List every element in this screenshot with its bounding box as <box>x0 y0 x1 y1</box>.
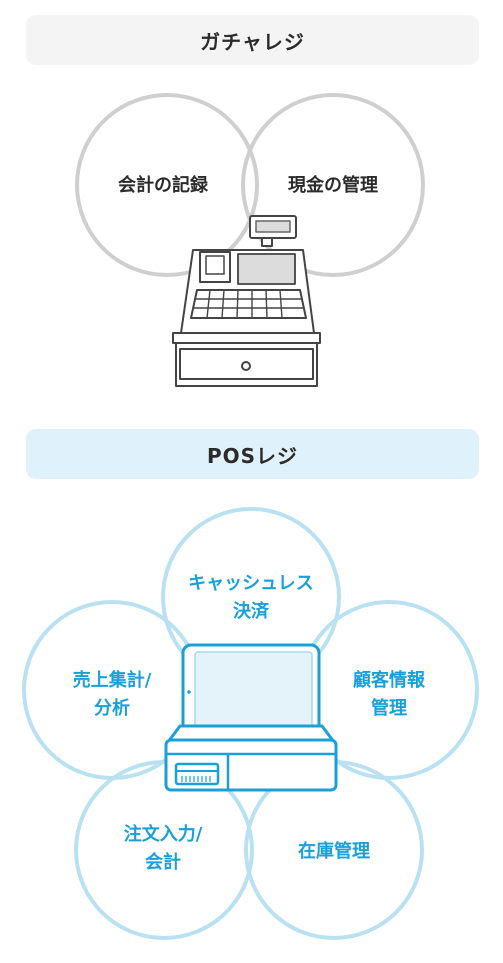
pos-circle-sales-label-2: 分析 <box>94 697 130 719</box>
pos-circle-order-label-1: 注文入力/ <box>124 823 203 845</box>
gacha-circle-cash <box>241 93 425 277</box>
gacha-circle-record <box>75 93 259 277</box>
pos-circle-inventory-label: 在庫管理 <box>298 840 370 862</box>
gacha-register-title: ガチャレジ <box>200 29 305 54</box>
gacha-register-header: ガチャレジ <box>26 15 479 65</box>
pos-register-title: POSレジ <box>206 443 299 468</box>
gacha-circle-record-label: 会計の記録 <box>118 174 209 196</box>
cash-register-icon <box>172 215 321 387</box>
pos-circle-customer-label-2: 管理 <box>371 697 407 719</box>
svg-text:顧客情報: 顧客情報 <box>353 669 426 691</box>
svg-text:売上集計/: 売上集計/ <box>73 669 152 691</box>
svg-text:決済: 決済 <box>233 600 270 622</box>
pos-circle-order-label-2: 会計 <box>145 851 181 873</box>
pos-circle-sales-label-1: 売上集計/ <box>73 669 152 691</box>
svg-text:在庫管理: 在庫管理 <box>298 840 370 862</box>
pos-circle-cashless-label-2: 決済 <box>233 600 270 622</box>
svg-text:会計の記録: 会計の記録 <box>118 174 209 196</box>
svg-text:会計: 会計 <box>145 851 181 873</box>
svg-text:分析: 分析 <box>94 697 130 719</box>
svg-text:キャッシュレス: キャッシュレス <box>188 573 314 594</box>
pos-register-header: POSレジ <box>26 429 479 479</box>
gacha-register-diagram: 会計の記録 現金の管理 <box>75 93 425 387</box>
svg-text:注文入力/: 注文入力/ <box>124 823 203 845</box>
gacha-circle-cash-label: 現金の管理 <box>288 174 378 196</box>
pos-circle-customer-label-1: 顧客情報 <box>353 669 426 691</box>
pos-circle-order <box>74 760 254 940</box>
svg-text:管理: 管理 <box>371 697 407 719</box>
pos-terminal-icon <box>164 643 338 792</box>
svg-text:現金の管理: 現金の管理 <box>288 174 378 196</box>
pos-circle-cashless-label-1: キャッシュレス <box>188 573 314 594</box>
